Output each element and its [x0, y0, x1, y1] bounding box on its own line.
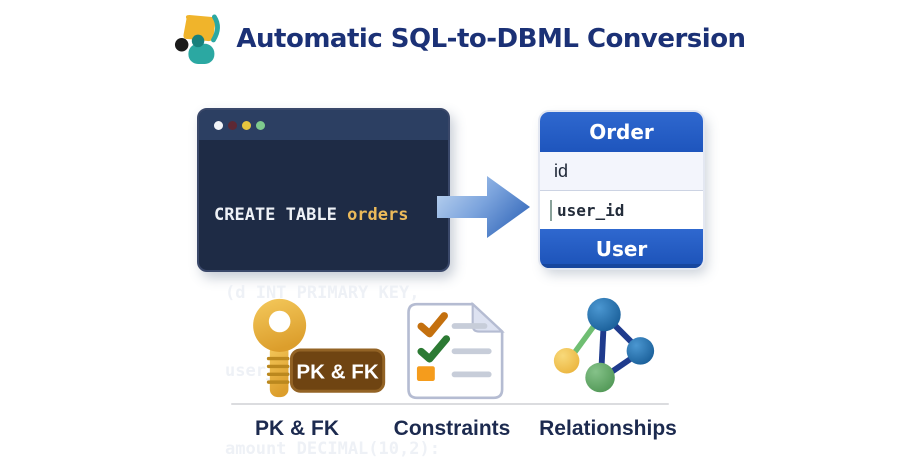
traffic-light-green-icon [256, 120, 265, 130]
checklist-document-icon [407, 301, 505, 400]
feature-label-constraints: Constraints [393, 417, 511, 440]
table-header-order: Order [540, 112, 703, 152]
traffic-light-yellow-icon [242, 120, 251, 130]
table-footer-user: User [540, 229, 703, 268]
sql-keyword: CREATE TABLE [214, 205, 348, 225]
pk-fk-badge-text: PK & FK [296, 360, 379, 383]
features-divider [231, 403, 669, 405]
dbml-mascot-logo-icon [175, 14, 221, 64]
code-line-1: CREATE TABLE orders [214, 202, 448, 228]
header: Automatic SQL-to-DBML Conversion [0, 12, 920, 66]
traffic-light-red-icon [228, 120, 237, 130]
page-title: Automatic SQL-to-DBML Conversion [236, 24, 746, 54]
sql-table-name: orders [347, 205, 409, 225]
feature-label-relationships: Relationships [539, 417, 677, 440]
text-cursor [550, 199, 552, 221]
key-icon: PK & FK [253, 298, 386, 398]
sql-code-window: CREATE TABLE orders (d INT PRIMARY KEY, … [197, 108, 450, 459]
feature-label-pk-fk: PK & FK [255, 417, 339, 440]
window-titlebar [199, 110, 448, 140]
pk-fk-badge: PK & FK [289, 348, 386, 393]
code-line-4: amount DECIMAL(10,2): [225, 439, 440, 459]
code-line-2: (d INT PRIMARY KEY, [225, 283, 420, 303]
relationships-graph-icon [553, 297, 655, 393]
arrow-right-icon [437, 176, 530, 238]
dbml-table-card: Order id user_id User [540, 112, 703, 268]
table-row-id: id [540, 152, 703, 191]
table-row-user-id: user_id [540, 191, 703, 229]
table-cell-user-id: user_id [557, 200, 625, 220]
traffic-light-white-icon [214, 120, 223, 130]
